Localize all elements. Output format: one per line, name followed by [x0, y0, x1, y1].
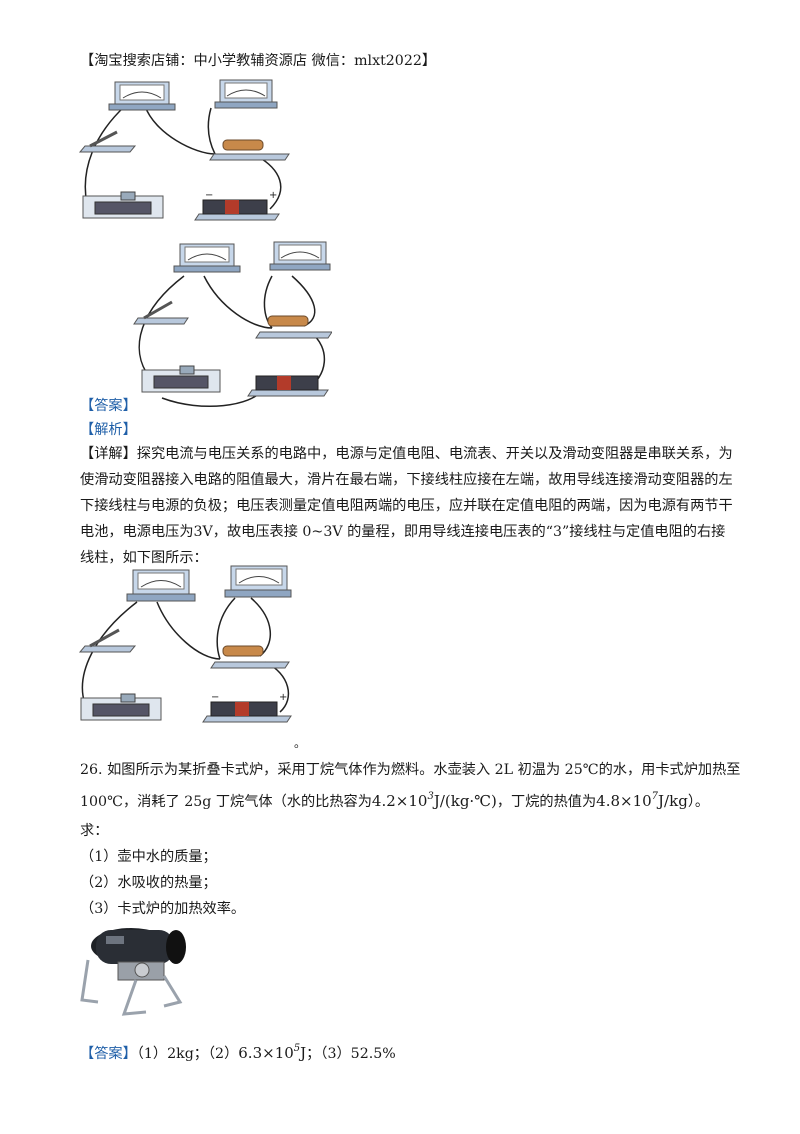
- circuit-diagram-1: − +: [78, 79, 290, 221]
- q26-line-2-b: ，丁烷的热值为: [496, 794, 597, 810]
- voltmeter: [214, 79, 278, 109]
- q26-ask: 求：: [80, 823, 109, 839]
- circuit-diagram-2: [133, 241, 332, 408]
- battery-3-minus-label: −: [211, 692, 219, 703]
- ammeter: [108, 81, 176, 111]
- switch: [78, 130, 137, 153]
- rheostat: [82, 191, 164, 219]
- battery-plus-label: +: [269, 190, 277, 201]
- circuit-diagram-3: − +: [78, 565, 292, 723]
- battery-2: [247, 375, 329, 397]
- q26-item-3: （3）卡式炉的加热效率。: [80, 901, 246, 917]
- ammeter-2: [173, 243, 241, 273]
- resistor: [209, 139, 290, 161]
- detail-line-1: 【详解】探究电流与电压关系的电路中，电源与定值电阻、电流表、开关以及滑动变阻器是…: [80, 443, 733, 463]
- ammeter-3: [126, 569, 196, 602]
- q26-line-1: 26. 如图所示为某折叠卡式炉，采用丁烷气体作为燃料。水壶装入 2L 初温为 2…: [80, 762, 741, 778]
- rheostat-3: [80, 693, 162, 721]
- battery: − +: [194, 190, 280, 221]
- voltmeter-3: [224, 565, 292, 598]
- answer-26-tag: 【答案】: [80, 1046, 137, 1062]
- voltmeter-2: [269, 241, 331, 271]
- resistor-3: [210, 645, 290, 669]
- cassette-stove-image: [80, 928, 186, 1016]
- q26-item-1: （1）壶中水的质量；: [80, 849, 217, 865]
- detail-line-4: 电池，电源电压为3V，故电压表接 0~3V 的量程，即用导线连接电压表的“3”接…: [80, 524, 726, 540]
- page-header: 【淘宝搜索店铺：中小学教辅资源店 微信：mlxt2022】: [80, 53, 437, 69]
- detail-line-5: 线柱，如下图所示：: [80, 550, 208, 566]
- q26-line-2-c: ）。: [687, 794, 710, 810]
- analysis-label: 【解析】: [80, 422, 137, 438]
- period-mark: 。: [294, 736, 307, 750]
- detail-line-3: 下接线柱与电源的负极；电压表测量定值电阻两端的电压，应并联在定值电阻的两端，因为…: [80, 498, 733, 514]
- answer-26-part-1: （1）2kg；（2）: [136, 1046, 239, 1062]
- answer-label: 【答案】: [80, 398, 137, 414]
- rheostat-2: [141, 365, 221, 393]
- battery-3: − +: [202, 692, 292, 723]
- q26-line-2: 100℃，消耗了 25g 丁烷气体（水的比热容为4.2×103J/(kg·℃)，…: [80, 791, 709, 811]
- q26-item-2: （2）水吸收的热量；: [80, 875, 217, 891]
- specific-heat-value: 4.2×103J/(kg·℃): [371, 791, 497, 810]
- absorbed-heat-value: 6.3×105J: [238, 1043, 307, 1062]
- switch-3: [78, 628, 137, 653]
- answer-26-part-2: ；（3）52.5%: [306, 1046, 396, 1062]
- detail-tag: 【详解】: [80, 446, 137, 462]
- q26-line-2-a: 100℃，消耗了 25g 丁烷气体（水的比热容为: [80, 794, 372, 810]
- switch-2: [133, 300, 189, 325]
- heat-value: 4.8×107J/kg: [596, 791, 688, 810]
- detail-line-2: 使滑动变阻器接入电路的阻值最大，滑片在最右端，下接线柱应接在左端，故用导线连接滑…: [80, 472, 733, 488]
- detail-text-1: 探究电流与电压关系的电路中，电源与定值电阻、电流表、开关以及滑动变阻器是串联关系…: [136, 446, 733, 462]
- answer-26: 【答案】（1）2kg；（2）6.3×105J；（3）52.5%: [80, 1043, 396, 1063]
- battery-3-plus-label: +: [279, 692, 287, 703]
- resistor-2: [255, 315, 332, 339]
- battery-minus-label: −: [205, 190, 213, 201]
